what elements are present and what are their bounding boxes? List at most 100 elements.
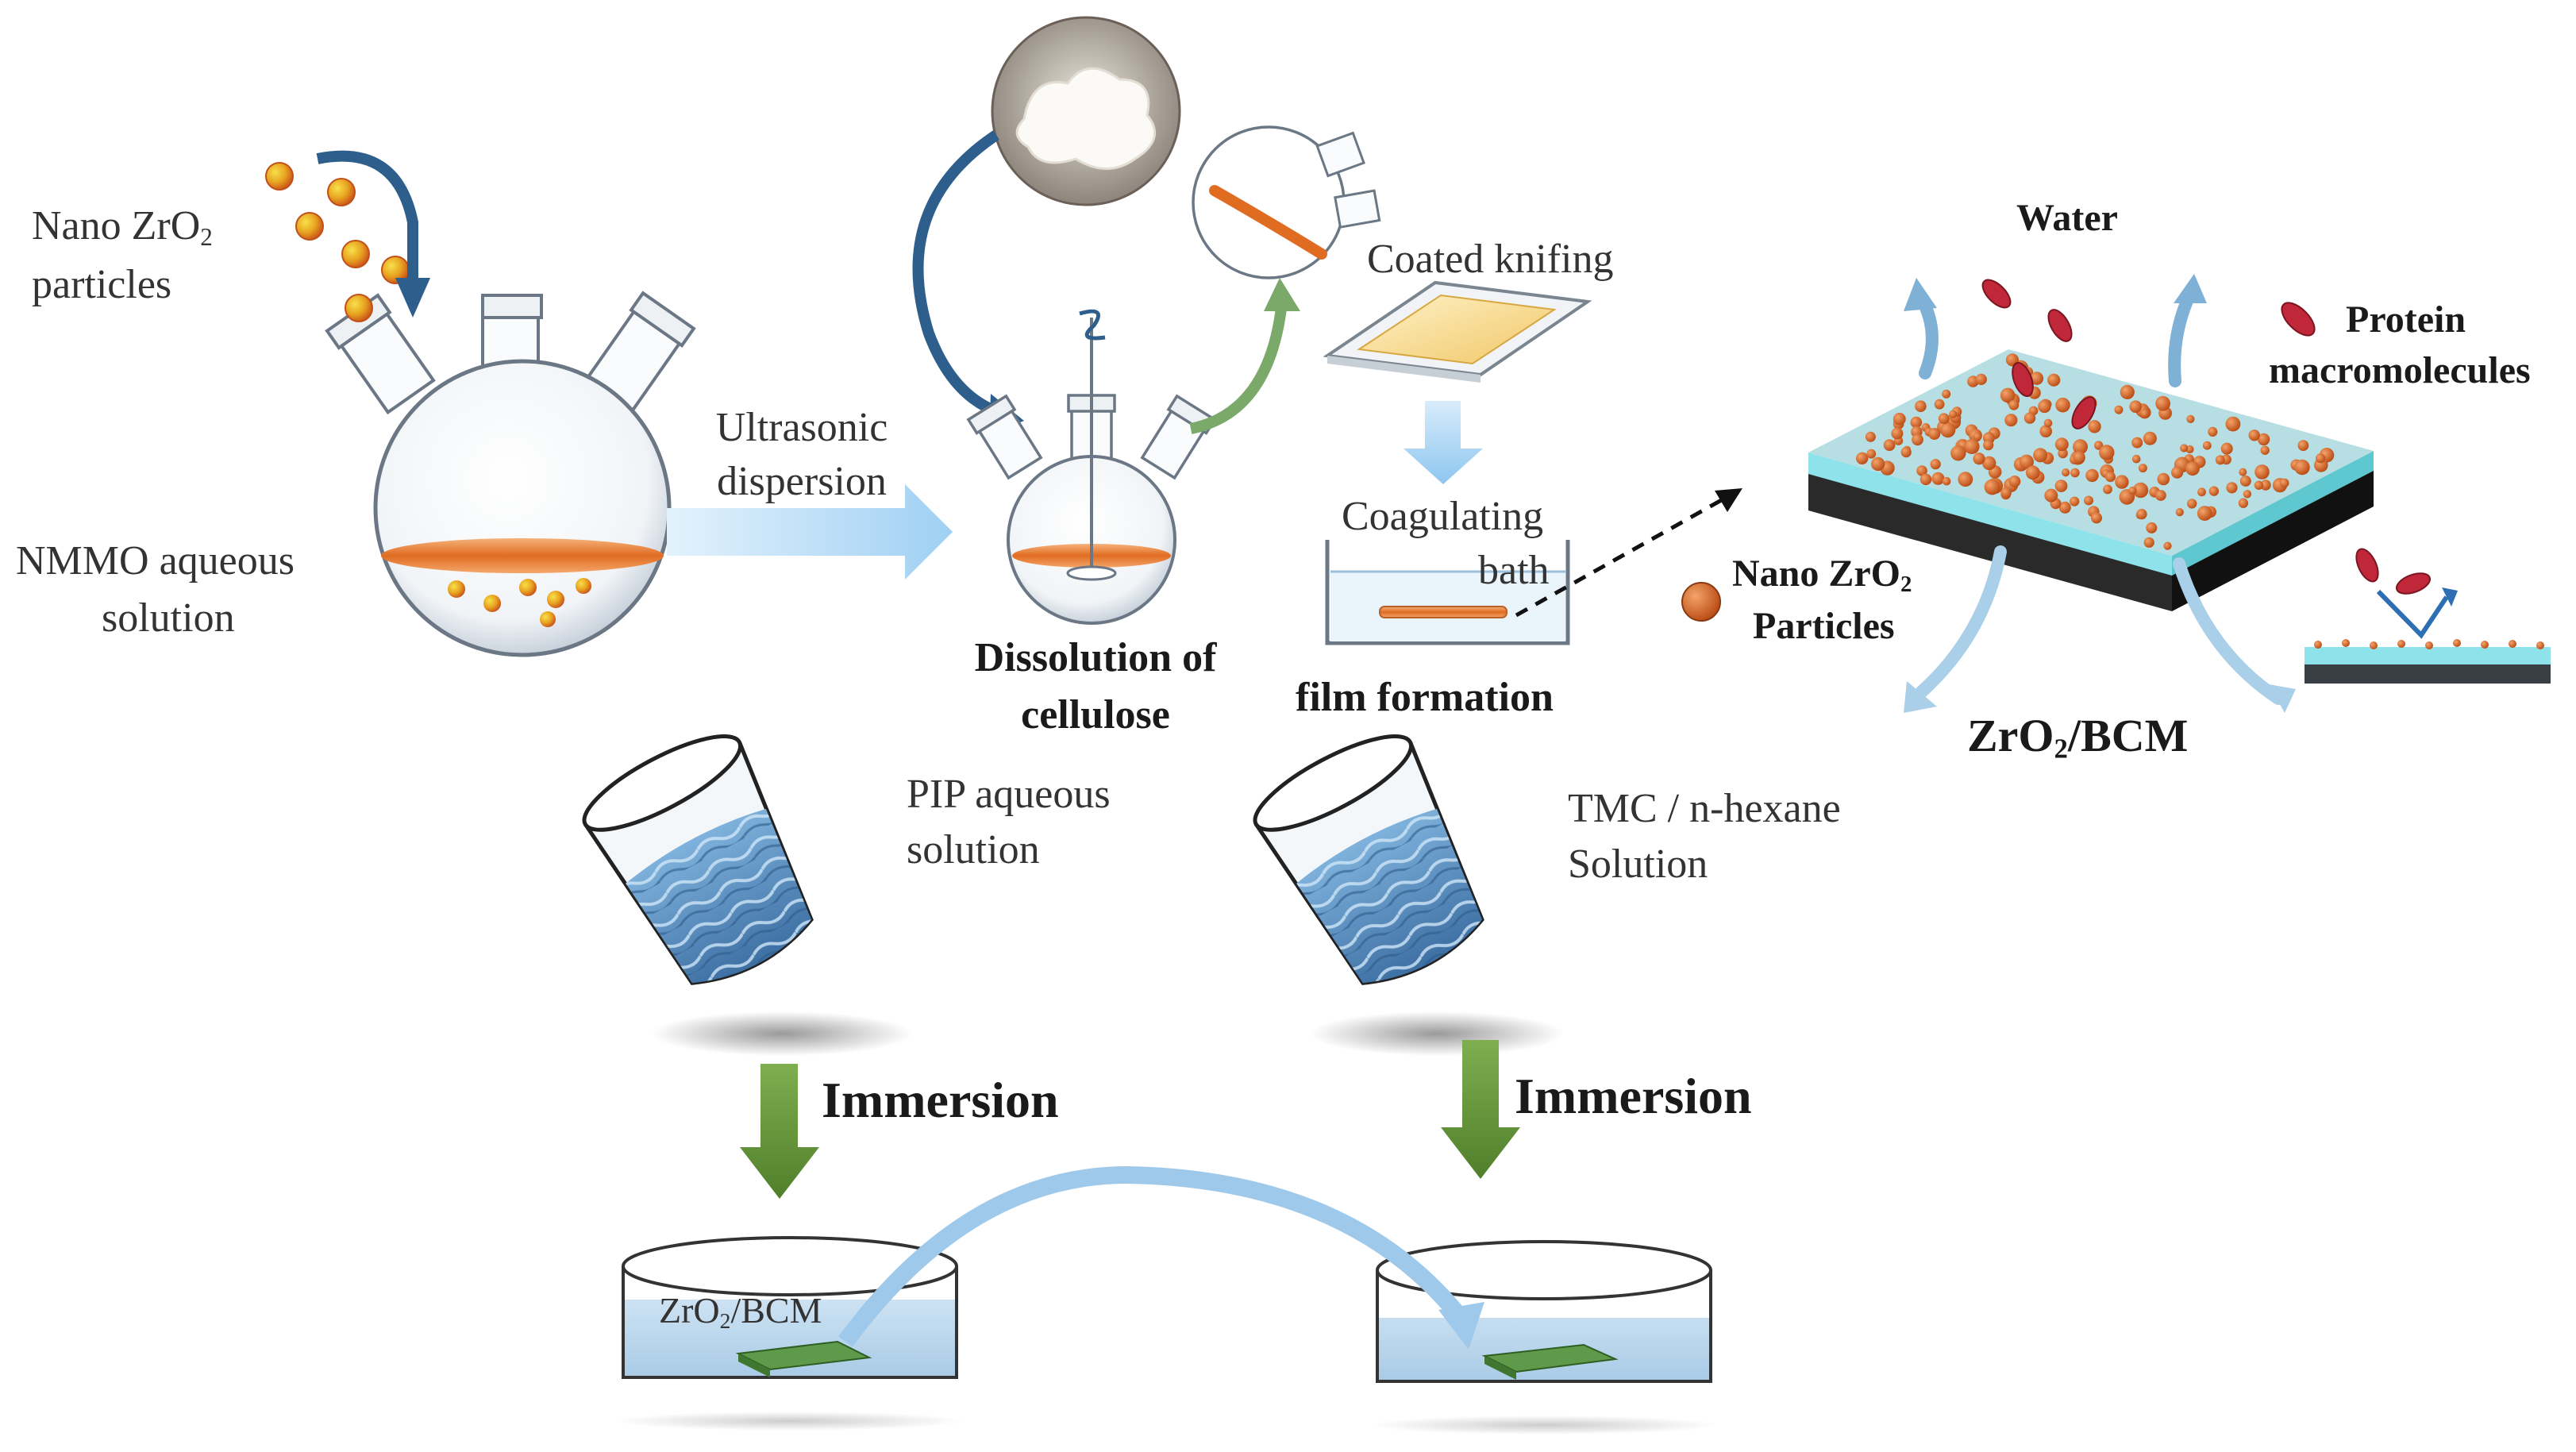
membrane-particle — [2248, 429, 2260, 441]
membrane-particle — [1900, 447, 1912, 458]
tmc-label-line2: Solution — [1568, 842, 1708, 887]
membrane-particle — [2103, 484, 2112, 495]
membrane-particle — [2099, 445, 2115, 460]
pip-label-line2: solution — [907, 827, 1040, 872]
membrane-particle — [1950, 445, 1966, 461]
transfer-solution-arrow-icon — [1189, 278, 1300, 434]
membrane-particle — [2202, 441, 2212, 450]
membrane-particle — [2155, 395, 2171, 411]
membrane-particle — [2033, 448, 2048, 463]
membrane-particle — [2239, 475, 2251, 487]
membrane-particle — [2038, 399, 2051, 414]
membrane-particle — [1915, 400, 1927, 412]
membrane-particle — [1983, 440, 1994, 451]
membrane-particle — [2239, 468, 2247, 476]
membrane-particle — [2084, 495, 2093, 506]
membrane-particle — [1891, 427, 1904, 440]
pip-label-line1: PIP aqueous — [907, 772, 1111, 817]
membrane-particle — [2073, 451, 2085, 464]
immersion-arrow-icon — [740, 1064, 819, 1199]
water-label: Water — [2016, 197, 2118, 239]
coagulating-label: Coagulating — [1342, 494, 1544, 539]
membrane-particle — [2157, 472, 2170, 486]
membrane-particle — [2054, 480, 2068, 492]
membrane-particle — [1982, 456, 1996, 471]
membrane-particle — [2025, 465, 2040, 480]
membrane-particle — [2039, 425, 2052, 437]
ultrasonic-label-line2: dispersion — [717, 459, 887, 504]
membrane-particle — [1958, 472, 1973, 487]
membrane-particle — [2008, 476, 2021, 487]
membrane-particle — [2215, 455, 2225, 465]
membrane-particle — [1984, 479, 2000, 495]
legend-nano-text: Nano ZrO — [1732, 553, 1901, 595]
membrane-particle — [2136, 508, 2147, 520]
membrane-particle — [2129, 400, 2142, 413]
membrane-particle — [1928, 428, 1941, 440]
membrane-particle — [2143, 537, 2154, 548]
membrane-particle — [1865, 431, 1876, 442]
membrane-particle — [2114, 405, 2124, 414]
bath-label: bath — [1478, 548, 1550, 593]
ultrasonic-label-line1: Ultrasonic — [715, 405, 888, 450]
immersion-arrow-icon — [1441, 1040, 1520, 1179]
nmmo-label-line2: solution — [102, 595, 235, 641]
rejection-membrane-icon — [2305, 548, 2551, 684]
dish-membrane-subscript: 2 — [719, 1308, 731, 1333]
feed-cellulose-arrow-icon — [912, 130, 1024, 435]
membrane-particle — [2260, 445, 2270, 455]
membrane-particle — [1866, 449, 1877, 459]
pouring-beaker-icon — [1253, 734, 1564, 1056]
membrane-particle — [2105, 472, 2116, 483]
membrane-particle — [1934, 399, 1945, 410]
membrane-particle — [2023, 412, 2036, 424]
membrane-particle — [2070, 496, 2080, 506]
membrane-particle — [2030, 372, 2044, 385]
membrane-particle — [1931, 472, 1945, 485]
membrane-name-subscript: 2 — [2054, 733, 2068, 765]
membrane-particle — [1973, 432, 1982, 441]
membrane-particle — [2260, 480, 2271, 491]
dashed-arrow-icon — [1515, 488, 1742, 618]
membrane-particle — [2138, 464, 2147, 473]
membrane-particle — [2055, 397, 2070, 413]
membrane-particle — [2155, 490, 2166, 501]
membrane-particle — [1910, 416, 1923, 429]
water-arrowheads-icon — [1904, 274, 2296, 713]
membrane-particle — [2226, 482, 2238, 494]
zro2-particles-icon — [265, 162, 410, 322]
particles-label: particles — [32, 262, 172, 307]
membrane-particle — [2220, 442, 2233, 455]
membrane-particle — [2140, 409, 2150, 418]
membrane-particle — [2058, 501, 2071, 514]
membrane-particle — [1912, 433, 1923, 446]
membrane-particle — [2208, 486, 2220, 496]
membrane-block-icon — [1808, 349, 2374, 611]
membrane-particle — [2000, 487, 2012, 499]
membrane-particle — [2047, 373, 2061, 387]
dissolution-label-line1: Dissolution of — [974, 635, 1217, 680]
membrane-particle — [2128, 486, 2137, 495]
nano-particles-subscript: 2 — [200, 222, 213, 251]
immersion-right-label: Immersion — [1515, 1068, 1752, 1124]
membrane-particle — [2279, 478, 2289, 488]
coagulation-bath-icon — [1325, 540, 1570, 645]
membrane-particle — [1938, 413, 1950, 425]
membrane-particle — [2043, 418, 2053, 428]
membrane-particle — [2163, 541, 2172, 550]
membrane-particle — [2132, 482, 2149, 499]
membrane-particle — [1883, 439, 1896, 451]
add-particles-arrow-icon — [316, 150, 430, 318]
coating-plate-icon — [1323, 280, 1592, 383]
membrane-particle — [1916, 465, 1927, 476]
ultrasonic-flow-arrow-icon — [667, 484, 953, 580]
membrane-particle — [2180, 444, 2189, 453]
nano-particles-label: Nano ZrO2 — [32, 203, 213, 252]
membrane-particle — [1871, 456, 1885, 472]
transfer-arc-arrow-icon — [838, 1165, 1484, 1350]
membrane-particle — [2238, 498, 2249, 508]
membrane-particle — [2225, 416, 2241, 432]
legend-particle-icon — [1681, 582, 1721, 622]
membrane-particle — [2197, 506, 2212, 521]
